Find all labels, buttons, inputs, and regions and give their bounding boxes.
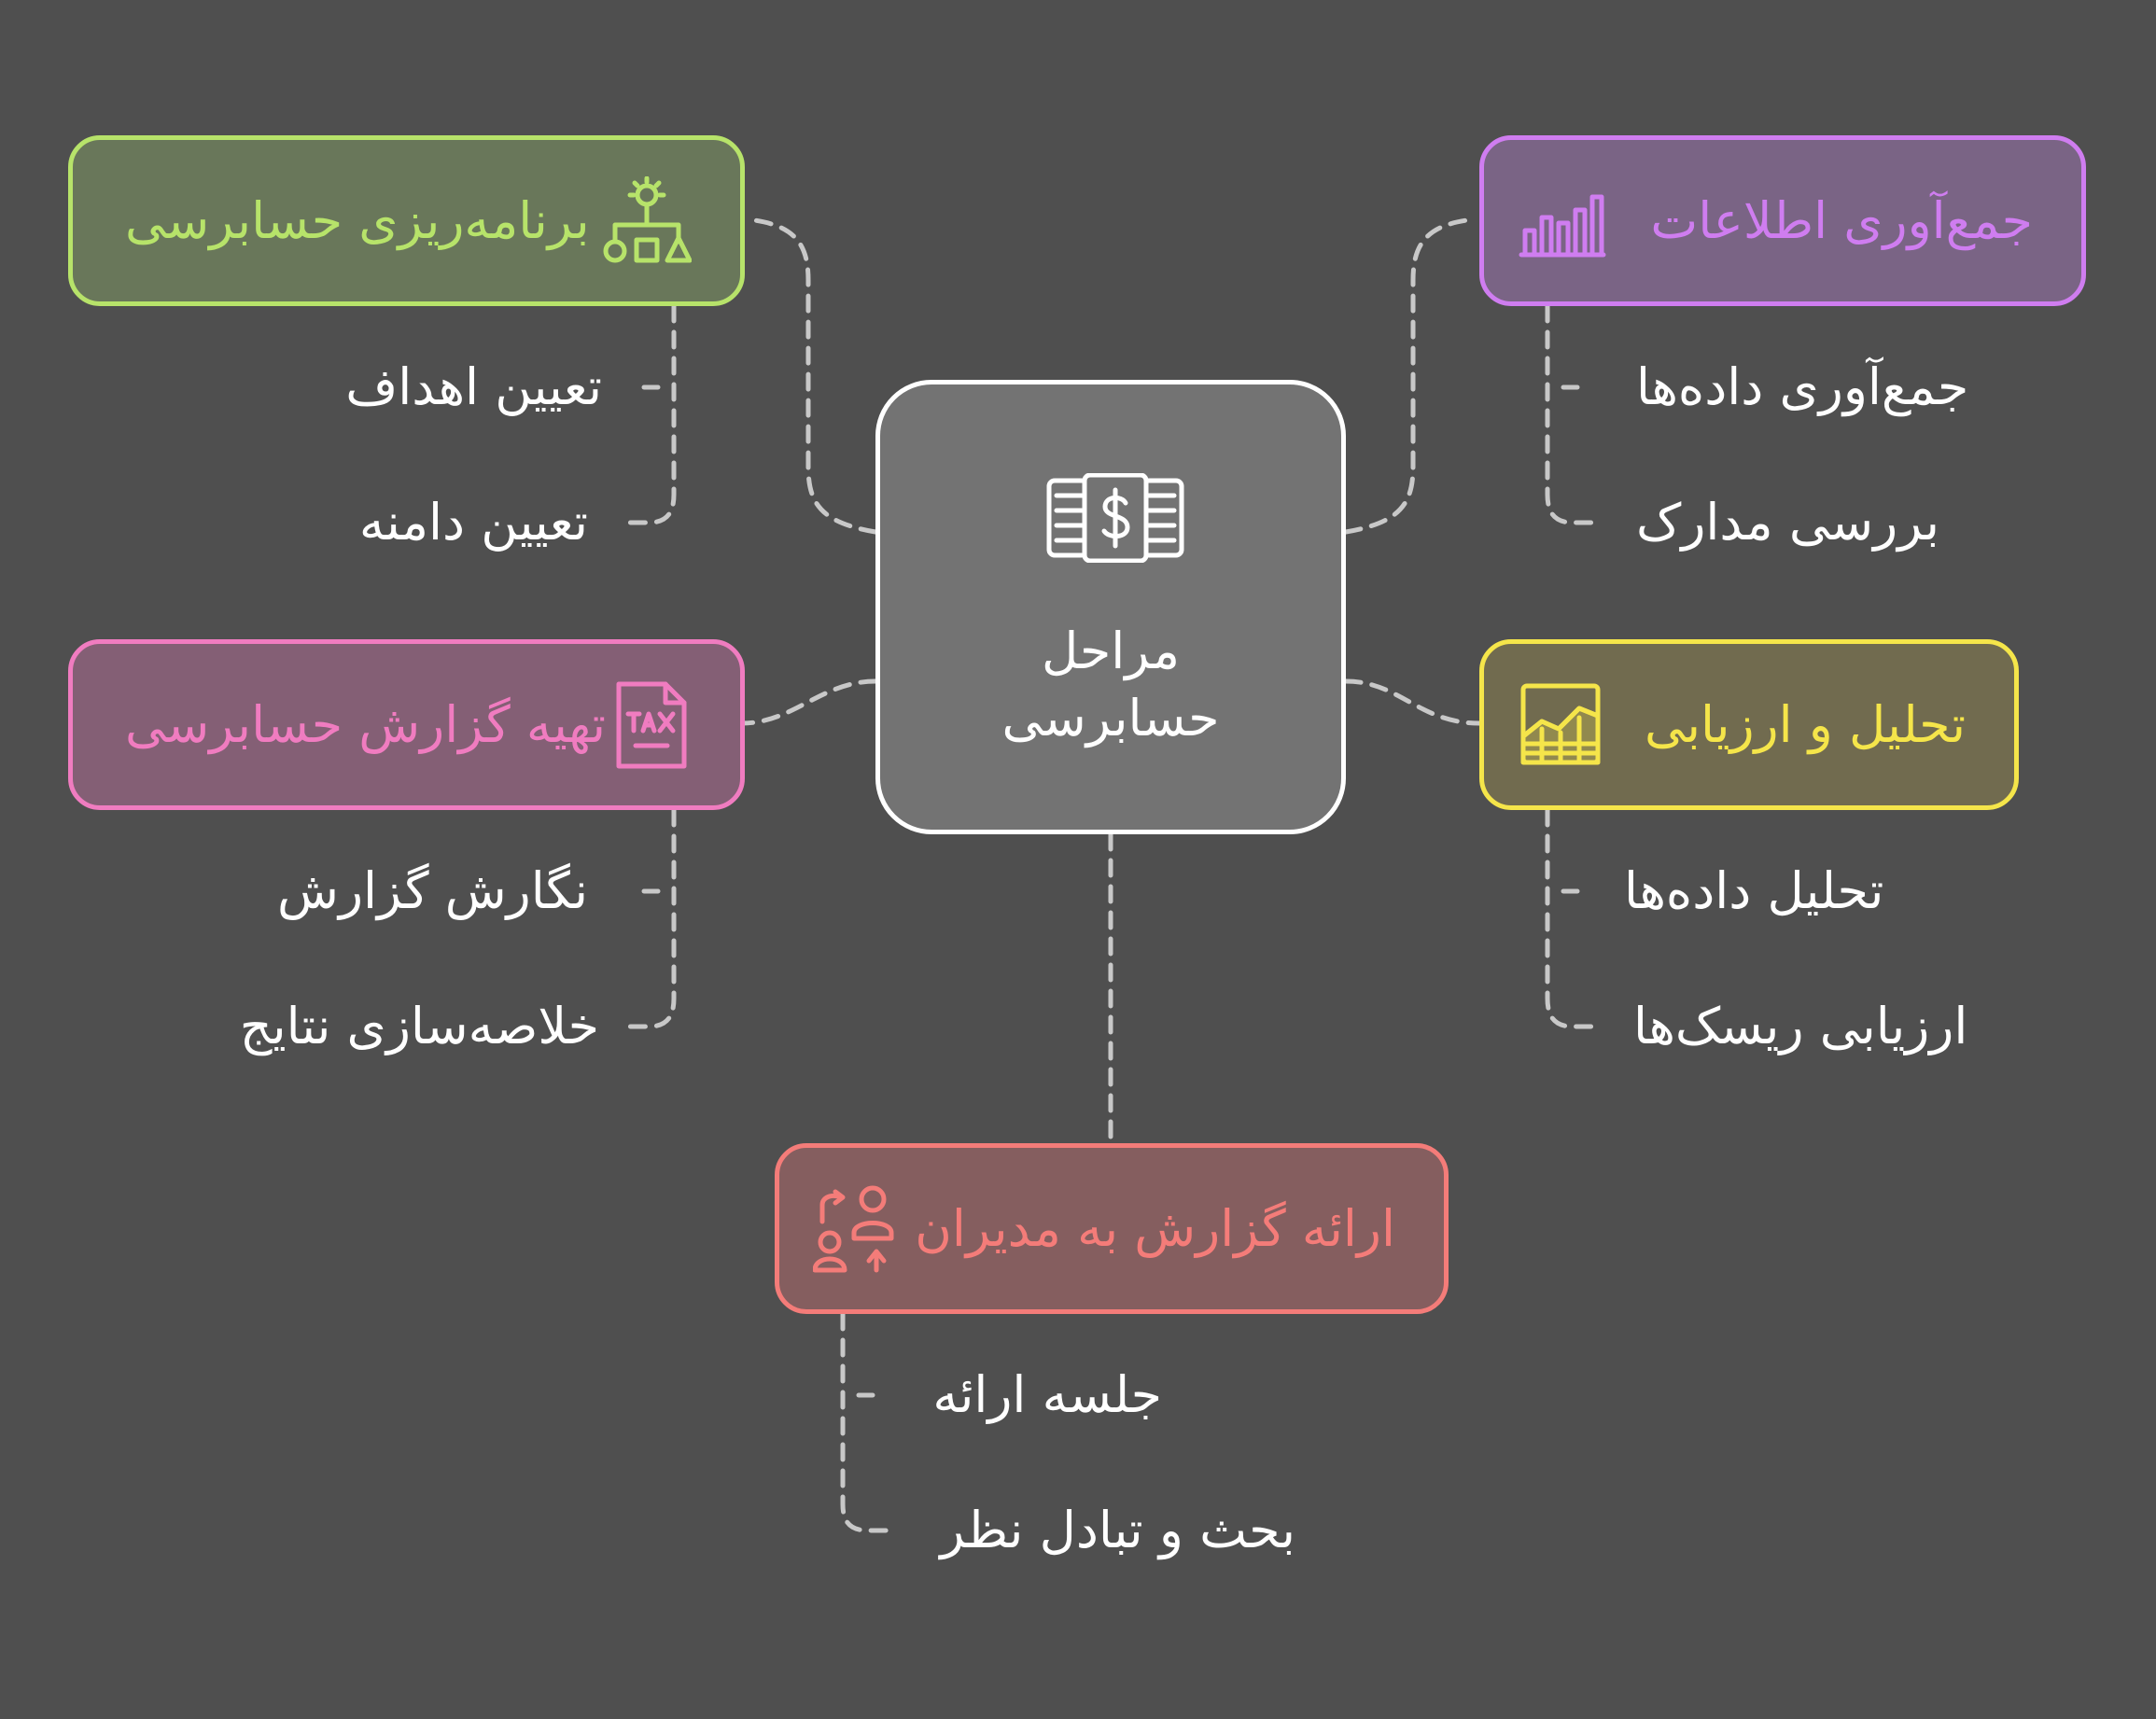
collection-item-1: جمع‌آوری داده‌ها xyxy=(1636,357,1969,416)
planning-item-2: تعیین دامنه xyxy=(358,493,588,552)
connector-center-collection xyxy=(1343,217,1477,535)
node-collection[interactable]: جمع‌آوری اطلاعات xyxy=(1479,135,2086,306)
node-presentation[interactable]: ارائه گزارش به مدیران xyxy=(775,1143,1449,1314)
people-exchange-icon xyxy=(813,1184,903,1274)
presentation-item-2: بحث و تبادل نظر xyxy=(940,1501,1295,1559)
connector-analysis-items xyxy=(1545,807,1597,1029)
analysis-item-1: تحلیل داده‌ها xyxy=(1624,861,1884,920)
connector-collection-items xyxy=(1545,303,1597,525)
connector-center-planning xyxy=(744,217,878,535)
connector-center-analysis xyxy=(1343,678,1482,726)
connector-center-reporting xyxy=(739,678,878,726)
reporting-item-2: خلاصه‌سازی نتایج xyxy=(239,997,599,1055)
growth-chart-icon xyxy=(1518,680,1607,770)
center-title-line-2: حسابرسی xyxy=(1001,689,1220,748)
presentation-item-1: جلسه ارائه xyxy=(932,1365,1162,1424)
node-planning-label: برنامه‌ریزی حسابرسی xyxy=(125,191,590,250)
node-presentation-label: ارائه گزارش به مدیران xyxy=(915,1199,1395,1258)
center-title: مراحل حسابرسی xyxy=(880,618,1341,752)
tax-document-icon xyxy=(606,680,695,770)
connector-planning-items xyxy=(624,303,677,525)
analysis-item-2: ارزیابی ریسک‌ها xyxy=(1633,997,1968,1055)
node-reporting-label: تهیه گزارش حسابرسی xyxy=(125,695,607,754)
bar-chart-icon xyxy=(1518,176,1607,266)
node-analysis-label: تحلیل و ارزیابی xyxy=(1644,695,1966,754)
reporting-item-1: نگارش گزارش xyxy=(277,861,588,920)
connector-presentation-items xyxy=(840,1311,889,1533)
node-reporting[interactable]: تهیه گزارش حسابرسی xyxy=(68,639,745,810)
hierarchy-bulb-icon xyxy=(602,175,692,266)
money-document-icon xyxy=(1045,472,1185,566)
center-title-line-1: مراحل xyxy=(1042,622,1180,680)
collection-item-2: بررسی مدارک xyxy=(1636,493,1940,552)
node-analysis[interactable]: تحلیل و ارزیابی xyxy=(1479,639,2019,810)
connector-reporting-items xyxy=(624,807,677,1029)
planning-item-1: تعیین اهداف xyxy=(345,357,602,416)
node-collection-label: جمع‌آوری اطلاعات xyxy=(1650,191,2033,250)
node-planning[interactable]: برنامه‌ریزی حسابرسی xyxy=(68,135,745,306)
center-node[interactable]: مراحل حسابرسی xyxy=(875,380,1346,834)
